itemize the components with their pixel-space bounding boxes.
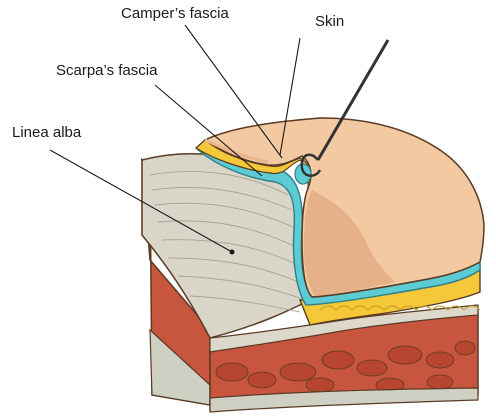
label-skin: Skin — [315, 13, 344, 31]
label-scarpas-fascia: Scarpa’s fascia — [56, 62, 157, 80]
label-campers-fascia: Camper’s fascia — [121, 5, 229, 23]
leader-linea-dot — [230, 250, 235, 255]
label-linea-alba: Linea alba — [12, 124, 81, 142]
